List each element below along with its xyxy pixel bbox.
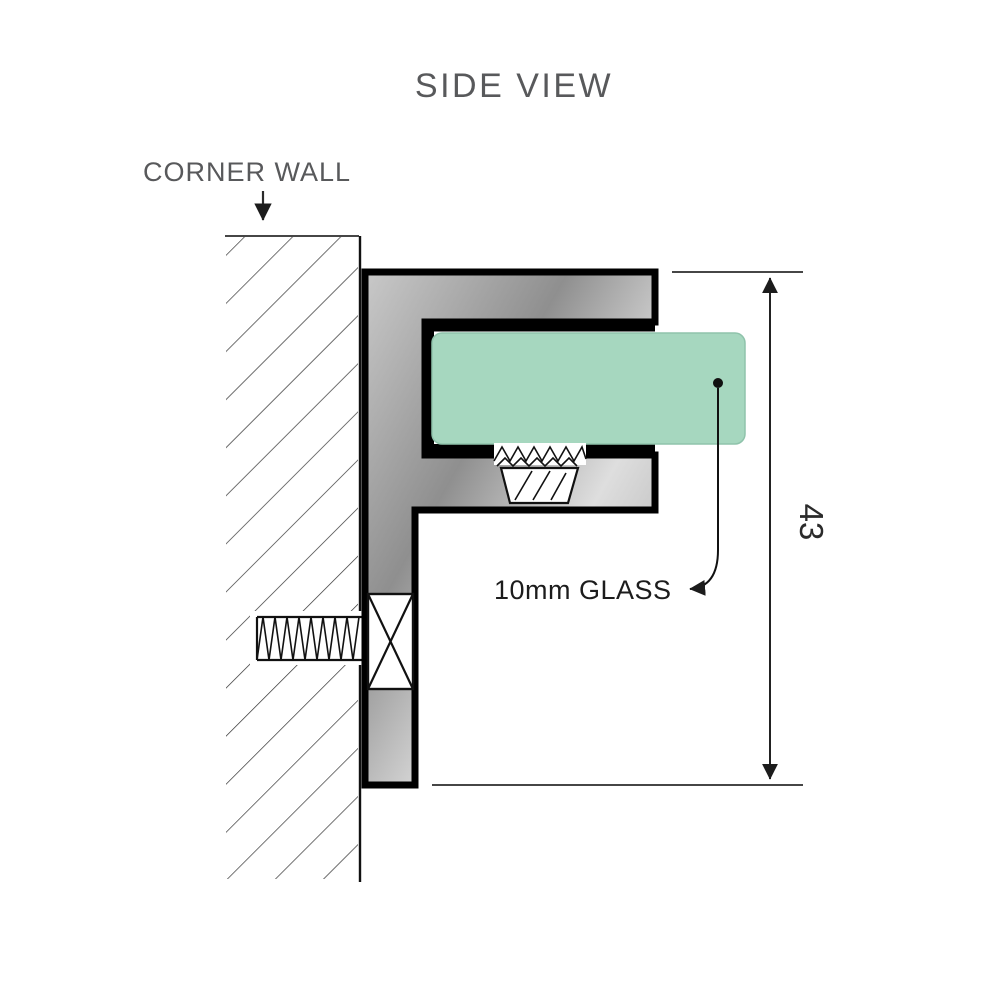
grub-screw-spring-row2 <box>496 456 578 468</box>
grub-screw-hatch-2 <box>532 470 551 501</box>
dimension-value: 43 <box>793 504 830 541</box>
mounting-screw-shaft <box>250 611 365 665</box>
diagram-title: SIDE VIEW <box>415 67 613 105</box>
mounting-screw-head <box>366 592 415 691</box>
bracket-body <box>361 268 659 789</box>
corner-wall-group: CORNER WALL <box>143 157 362 882</box>
grub-screw-spring-row1 <box>493 445 587 463</box>
glass-callout-dot <box>713 378 723 388</box>
glass-callout-leader <box>689 388 719 596</box>
screw-head-cross-2 <box>367 593 414 690</box>
grub-screw-hatch-1 <box>514 470 533 501</box>
height-dimension: 43 <box>432 271 830 786</box>
glass-callout: 10mm GLASS <box>494 378 723 605</box>
screw-thread-zigzag <box>256 616 360 661</box>
grub-screw-body <box>499 466 580 505</box>
wall-hatching <box>226 237 358 879</box>
grub-screw <box>493 443 587 505</box>
corner-wall-label: CORNER WALL <box>143 157 351 187</box>
glass-callout-label: 10mm GLASS <box>494 575 672 605</box>
grub-screw-hatch-3 <box>550 472 567 501</box>
glass-panel <box>431 332 746 445</box>
